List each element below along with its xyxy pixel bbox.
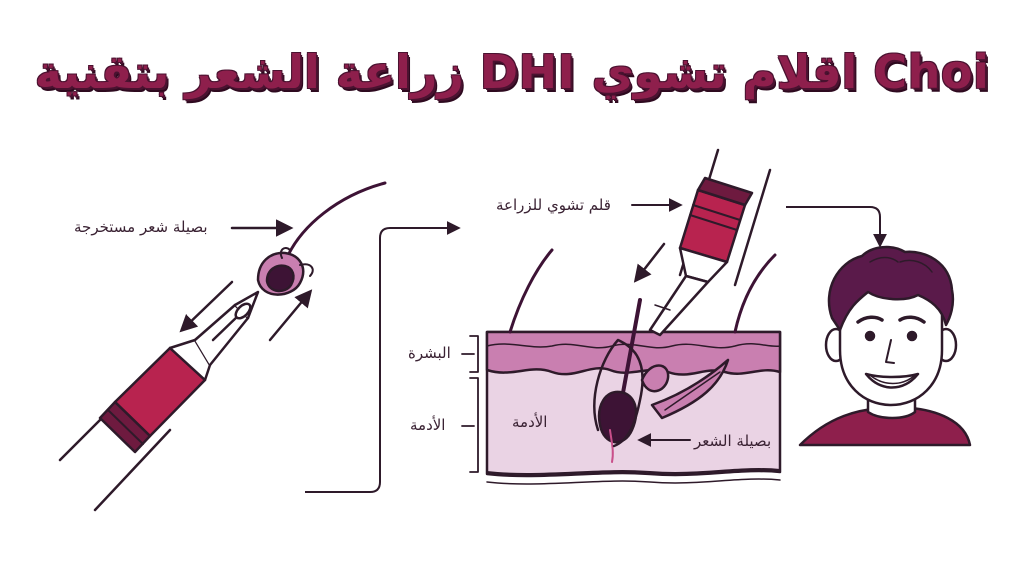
page-title: زراعة الشعر بتقنية DHI اقلام تشوي Choi xyxy=(34,45,990,99)
process-connector-1 xyxy=(305,221,461,493)
choi-pen-extraction-icon xyxy=(58,181,387,512)
label-hair-follicle: بصيلة الشعر xyxy=(694,432,772,450)
label-dermis-side: الأدمة xyxy=(410,416,446,434)
smiling-man-result-icon xyxy=(798,245,972,447)
label-choi-pen: قلم تشوي للزراعة xyxy=(496,196,611,214)
label-dermis-inner: الأدمة xyxy=(512,413,548,431)
label-epidermis: البشرة xyxy=(408,344,451,362)
label-extracted-follicle: بصيلة شعر مستخرجة xyxy=(74,218,208,236)
process-connector-2 xyxy=(786,206,887,248)
scalp-implant-cross-section-icon xyxy=(461,148,782,485)
